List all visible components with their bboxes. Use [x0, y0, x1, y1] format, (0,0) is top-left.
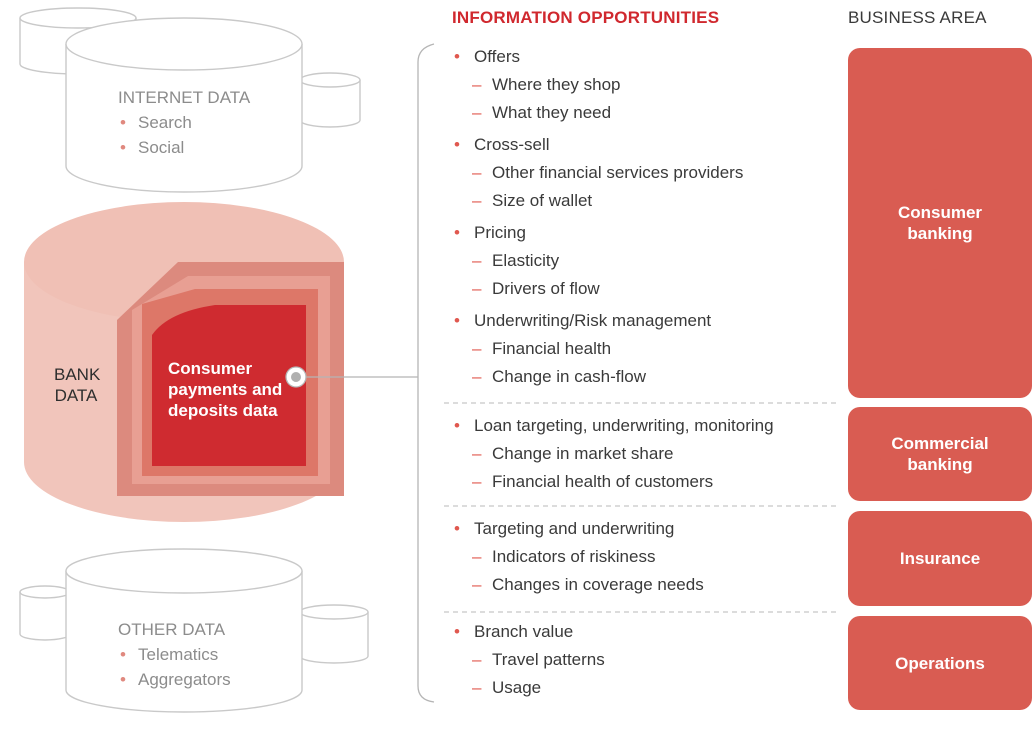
opportunity-item: •Loan targeting, underwriting, monitorin… [454, 416, 774, 435]
dash-icon: – [472, 575, 482, 594]
opportunity-subitem: –Change in market share [472, 444, 674, 463]
opportunity-subitem: –Other financial services providers [472, 163, 744, 182]
bullet-icon: • [454, 135, 460, 154]
opportunity-group-consumer: •Offers –Where they shop –What they need… [454, 45, 743, 388]
dash-icon: – [472, 75, 482, 94]
internet-data-cylinder [19, 7, 361, 193]
bullet-icon: • [120, 645, 126, 664]
dash-icon: – [472, 339, 482, 358]
dashed-separators [444, 402, 836, 613]
internet-item: •Social [118, 135, 250, 160]
bullet-icon: • [120, 138, 126, 157]
opportunity-subitem: –Indicators of riskiness [472, 547, 656, 566]
bullet-icon: • [454, 311, 460, 330]
other-item: •Telematics [118, 642, 231, 667]
opportunity-subitem: –Changes in coverage needs [472, 575, 704, 594]
opportunity-subitem: –Change in cash-flow [472, 367, 647, 386]
dash-icon: – [472, 678, 482, 697]
connector [285, 366, 418, 388]
internet-item: •Search [118, 110, 250, 135]
dash-icon: – [472, 191, 482, 210]
opportunity-group-operations: •Branch value –Travel patterns –Usage [454, 620, 605, 699]
bracket [417, 43, 435, 703]
other-item: •Aggregators [118, 667, 231, 692]
opportunity-subitem: –Elasticity [472, 251, 560, 270]
internet-data-title: INTERNET DATA [118, 88, 251, 107]
business-area-commercial-banking: Commercial banking [848, 407, 1032, 501]
info-opportunities-header: INFORMATION OPPORTUNITIES [452, 8, 720, 27]
bullet-icon: • [120, 670, 126, 689]
dash-icon: – [472, 472, 482, 491]
opportunity-subitem: –Travel patterns [472, 650, 605, 669]
opportunity-subitem: –Where they shop [472, 75, 621, 94]
bullet-icon: • [454, 223, 460, 242]
bank-data-cylinder [24, 202, 344, 522]
other-data-label: OTHER DATA •Telematics •Aggregators [118, 618, 231, 692]
consumer-payments-label: Consumer payments and deposits data [168, 359, 283, 420]
bullet-icon: • [454, 622, 460, 641]
opportunity-item: •Branch value [454, 622, 574, 641]
dash-icon: – [472, 367, 482, 386]
opportunity-item: •Pricing [454, 223, 526, 242]
opportunity-subitem: –Financial health [472, 339, 612, 358]
opportunity-item: •Offers [454, 47, 520, 66]
opportunity-subitem: –Financial health of customers [472, 472, 714, 491]
opportunity-group-insurance: •Targeting and underwriting –Indicators … [454, 517, 704, 596]
dash-icon: – [472, 279, 482, 298]
dash-icon: – [472, 163, 482, 182]
bullet-icon: • [454, 519, 460, 538]
dash-icon: – [472, 650, 482, 669]
business-area-header: BUSINESS AREA [848, 8, 987, 27]
opportunity-item: •Cross-sell [454, 135, 550, 154]
opportunity-subitem: –Size of wallet [472, 191, 593, 210]
other-data-cylinder [19, 548, 369, 713]
bank-data-label: BANK DATA [54, 365, 101, 405]
dash-icon: – [472, 251, 482, 270]
internet-data-label: INTERNET DATA •Search •Social [118, 86, 250, 160]
opportunity-group-commercial: •Loan targeting, underwriting, monitorin… [454, 414, 774, 493]
opportunity-subitem: –Drivers of flow [472, 279, 600, 298]
business-area-consumer-banking: Consumer banking [848, 48, 1032, 398]
opportunity-subitem: –What they need [472, 103, 612, 122]
opportunity-item: •Underwriting/Risk management [454, 311, 712, 330]
business-area-operations: Operations [848, 616, 1032, 710]
other-data-title: OTHER DATA [118, 620, 226, 639]
dash-icon: – [472, 103, 482, 122]
opportunity-subitem: –Usage [472, 678, 542, 697]
dash-icon: – [472, 444, 482, 463]
bullet-icon: • [120, 113, 126, 132]
bullet-icon: • [454, 47, 460, 66]
opportunity-item: •Targeting and underwriting [454, 519, 675, 538]
bullet-icon: • [454, 416, 460, 435]
dash-icon: – [472, 547, 482, 566]
business-area-insurance: Insurance [848, 511, 1032, 606]
